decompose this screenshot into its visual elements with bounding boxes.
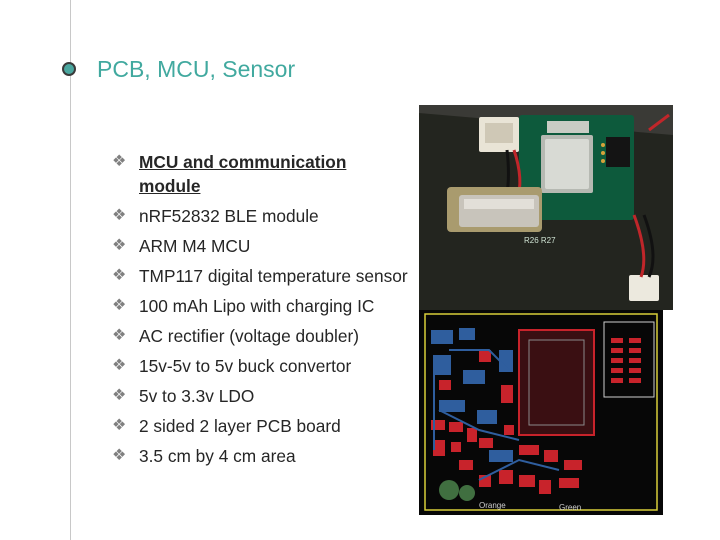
bullet-item: ❖nRF52832 BLE module <box>112 206 319 226</box>
bullet-item: ❖AC rectifier (voltage doubler) <box>112 326 359 346</box>
bullet-icon: ❖ <box>112 327 127 344</box>
slide-title: PCB, MCU, Sensor <box>97 56 296 82</box>
bullet-icon: ❖ <box>112 357 127 374</box>
layout-label-green: Green <box>559 503 581 512</box>
bullet-item: ❖MCU and communication module <box>112 152 347 196</box>
bullet-item: ❖15v-5v to 5v buck convertor <box>112 356 352 376</box>
title-bullet-dot <box>62 62 76 76</box>
bullet-icon: ❖ <box>112 267 127 284</box>
bullet-icon: ❖ <box>112 387 127 404</box>
bullet-item: ❖TMP117 digital temperature sensor <box>112 266 408 286</box>
bullet-item: ❖100 mAh Lipo with charging IC <box>112 296 375 316</box>
bullet-icon: ❖ <box>112 417 127 434</box>
pcb-layout-image: Orange Green <box>419 310 663 515</box>
silkscreen-label: R26 R27 <box>524 236 556 245</box>
layout-label-orange: Orange <box>479 501 506 510</box>
bullet-icon: ❖ <box>112 153 127 170</box>
bullet-icon: ❖ <box>112 207 127 224</box>
bullet-icon: ❖ <box>112 237 127 254</box>
bullet-item: ❖3.5 cm by 4 cm area <box>112 446 296 466</box>
vertical-rule <box>70 0 71 540</box>
pcb-photo-image: R26 R27 <box>419 105 673 310</box>
bullet-list: ❖MCU and communication module ❖nRF52832 … <box>112 150 412 474</box>
bullet-icon: ❖ <box>112 447 127 464</box>
bullet-icon: ❖ <box>112 297 127 314</box>
bullet-item: ❖ARM M4 MCU <box>112 236 251 256</box>
bullet-item: ❖2 sided 2 layer PCB board <box>112 416 341 436</box>
bullet-item: ❖5v to 3.3v LDO <box>112 386 255 406</box>
